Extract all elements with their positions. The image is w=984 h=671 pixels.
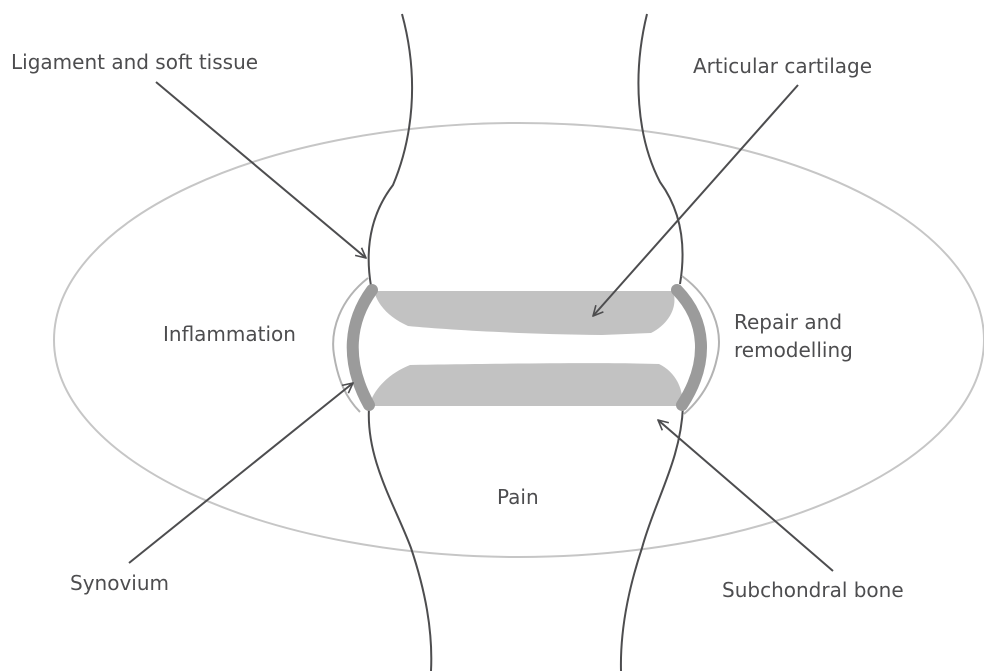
ligament-label: Ligament and soft tissue bbox=[11, 49, 258, 75]
articular-cartilage-arrow bbox=[593, 85, 798, 316]
repair-label-line2: remodelling bbox=[734, 337, 853, 363]
synovium-label: Synovium bbox=[70, 570, 169, 596]
subchondral-bone-arrow bbox=[658, 420, 833, 571]
upper-bone-left-outline bbox=[369, 14, 412, 286]
pain-label: Pain bbox=[497, 484, 539, 510]
lower-articular-cartilage bbox=[369, 363, 682, 406]
inflammation-label: Inflammation bbox=[163, 321, 296, 347]
upper-bone-right-outline bbox=[638, 14, 682, 284]
lower-bone-right-outline bbox=[621, 406, 683, 671]
ligament-arrow bbox=[156, 82, 366, 258]
lower-bone-left-outline bbox=[369, 408, 432, 671]
repair-label-line1: Repair and bbox=[734, 309, 842, 335]
upper-articular-cartilage bbox=[374, 291, 674, 335]
subchondral-bone-label: Subchondral bone bbox=[722, 577, 904, 603]
right-synovium-band bbox=[677, 290, 701, 405]
articular-cartilage-label: Articular cartilage bbox=[693, 53, 872, 79]
left-synovium-band bbox=[353, 290, 372, 405]
